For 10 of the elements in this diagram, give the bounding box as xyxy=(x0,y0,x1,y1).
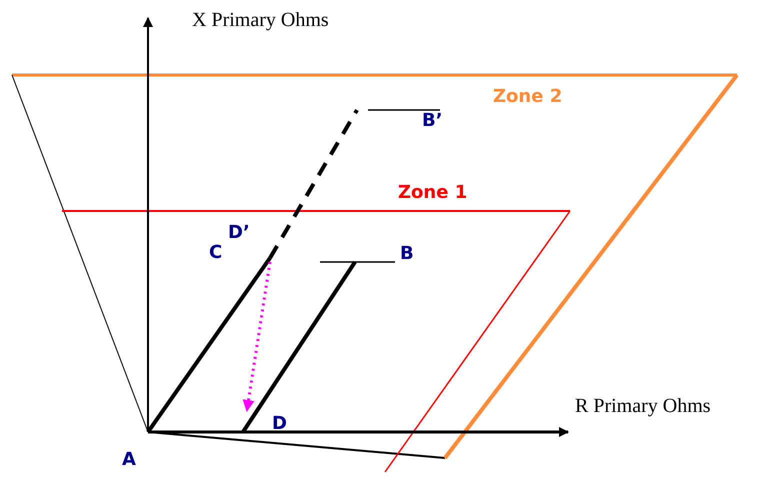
point-label: A xyxy=(122,451,136,469)
zone-label: Zone 2 xyxy=(493,88,562,106)
point-label: B xyxy=(400,245,414,263)
point-label: C xyxy=(209,244,222,262)
zone-label: Zone 1 xyxy=(398,184,468,202)
axis-label: X Primary Ohms xyxy=(192,10,329,30)
axis-label: R Primary Ohms xyxy=(575,396,711,416)
point-label: D’ xyxy=(228,224,250,242)
point-label: D xyxy=(272,415,287,433)
point-label: B’ xyxy=(422,112,443,130)
